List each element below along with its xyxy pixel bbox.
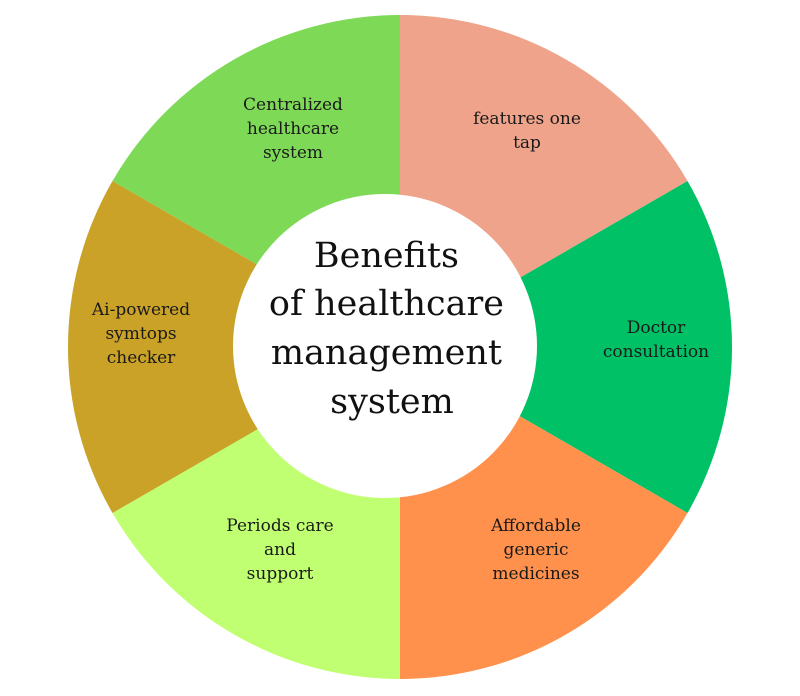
segment-label: Ai-powered symtops checker bbox=[91, 300, 190, 368]
center-title: Benefits of healthcare management system bbox=[269, 236, 515, 422]
segment-label-line: and bbox=[264, 540, 296, 560]
segment-label-line: Affordable bbox=[490, 516, 581, 536]
segment-label-line: medicines bbox=[492, 564, 579, 584]
center-title-line: of healthcare bbox=[269, 284, 504, 324]
segment-label-line: support bbox=[247, 564, 314, 584]
segment-label-line: tap bbox=[513, 133, 541, 153]
segment-label-line: healthcare bbox=[247, 119, 339, 139]
segment-label-line: Ai-powered bbox=[91, 300, 190, 320]
segment-label: features one tap bbox=[473, 109, 581, 153]
segment-label: Periods care and support bbox=[226, 516, 333, 584]
segment-label-line: Doctor bbox=[627, 318, 686, 338]
segment-label-line: system bbox=[263, 143, 323, 163]
segment-label: Centralized healthcare system bbox=[243, 95, 343, 163]
center-title-line: Benefits bbox=[314, 236, 459, 276]
segment-label-line: symtops bbox=[105, 324, 176, 344]
segment-label-line: consultation bbox=[603, 342, 709, 362]
segment-label: Affordable generic medicines bbox=[490, 516, 581, 584]
center-title-line: system bbox=[330, 382, 454, 422]
segment-label: Doctor consultation bbox=[603, 318, 709, 362]
segment-label-line: checker bbox=[107, 348, 176, 368]
segment-label-line: Periods care bbox=[226, 516, 333, 536]
ring-segment bbox=[400, 181, 732, 513]
segment-label-line: generic bbox=[503, 540, 568, 560]
center-circle bbox=[233, 194, 537, 498]
segment-label-line: features one bbox=[473, 109, 581, 129]
center-title-line: management bbox=[271, 333, 502, 373]
segment-label-line: Centralized bbox=[243, 95, 343, 115]
